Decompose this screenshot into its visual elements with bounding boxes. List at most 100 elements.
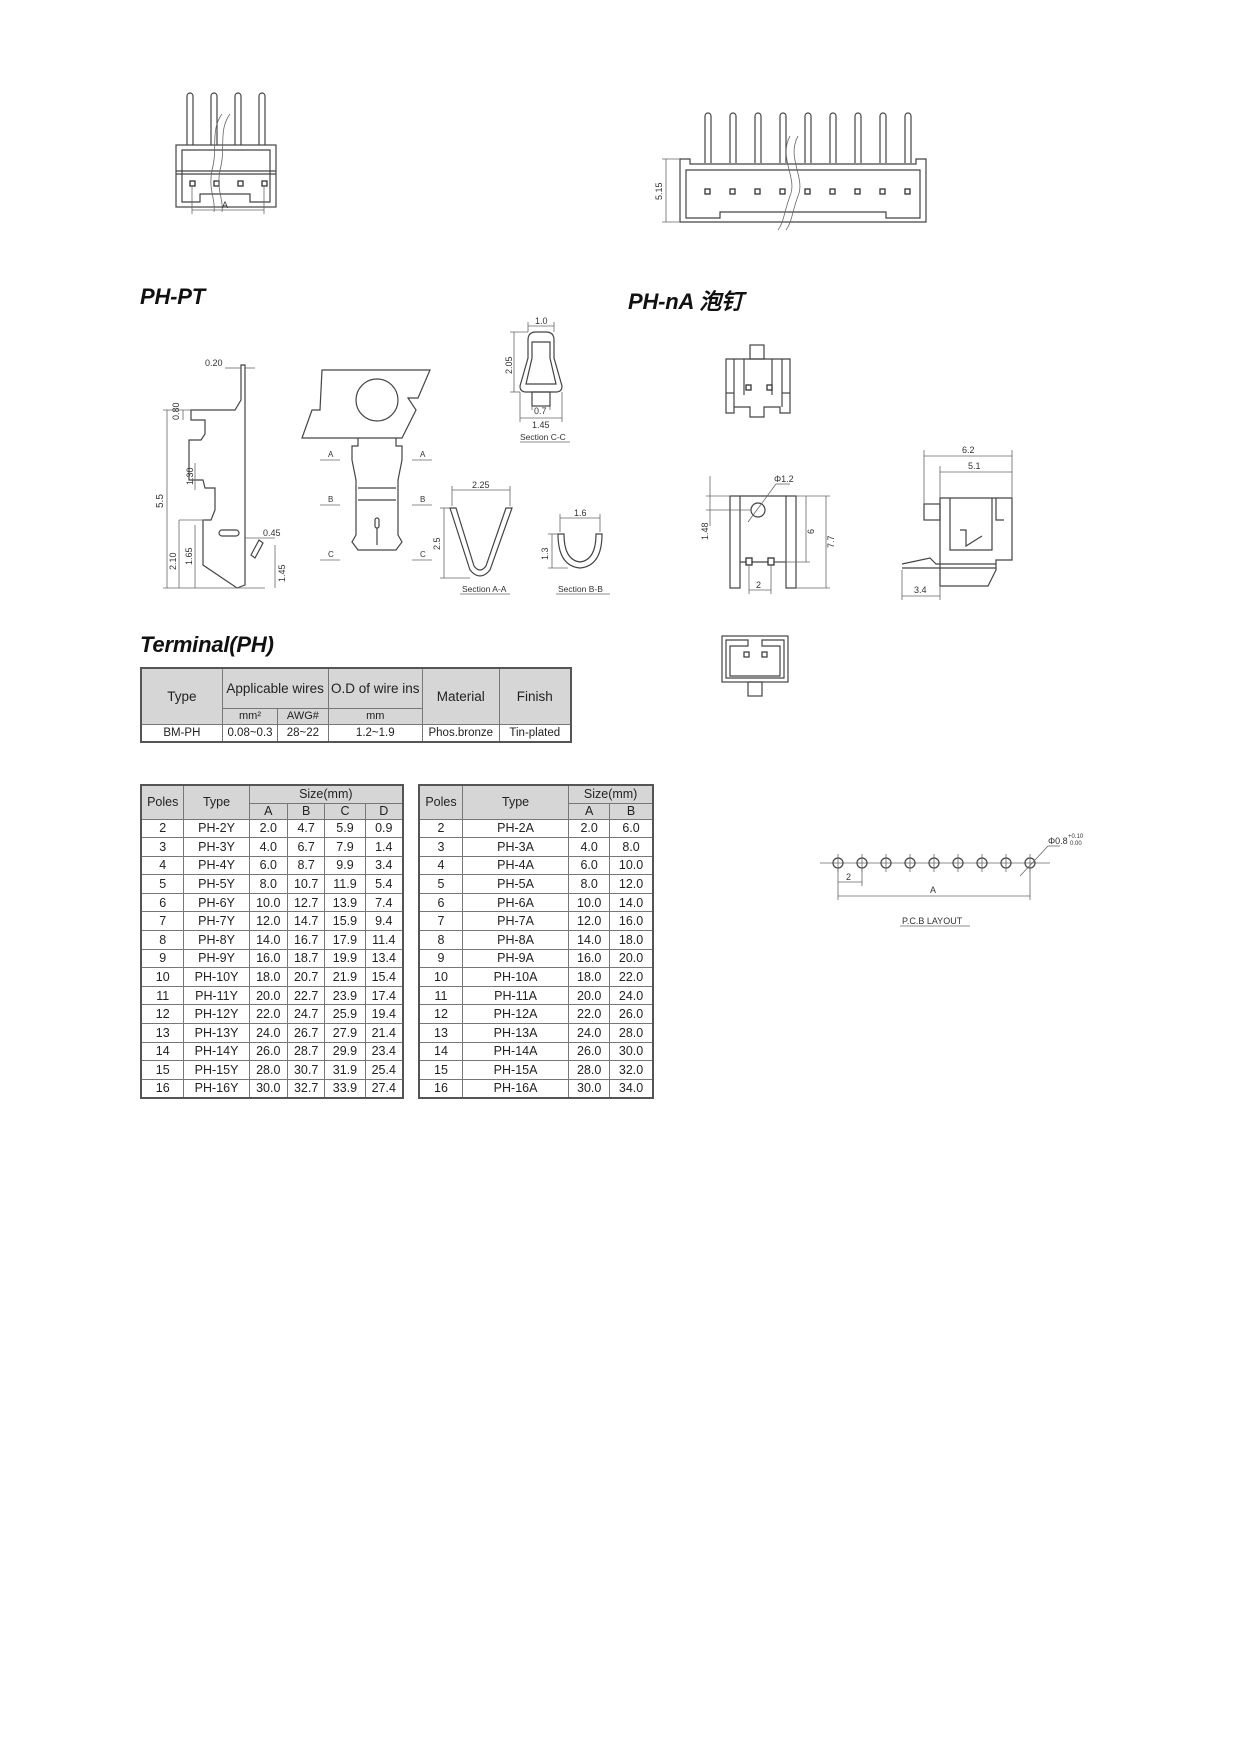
cell-a: 4.0 <box>248 837 288 857</box>
dim-145: 1.45 <box>277 564 287 582</box>
cell-type: PH-14Y <box>183 1041 250 1062</box>
section-bb-label: Section B-B <box>558 584 603 594</box>
cell-poles: 12 <box>140 1004 185 1025</box>
cell-b: 18.7 <box>286 948 326 969</box>
cell-poles: 2 <box>418 818 463 839</box>
cell-a: 2.0 <box>568 818 611 839</box>
cell-a: 28.0 <box>248 1060 288 1080</box>
cell-c: 19.9 <box>324 948 366 969</box>
col-b: B <box>609 802 654 820</box>
col-type: Type <box>461 784 570 820</box>
cell-type: PH-16Y <box>183 1078 250 1099</box>
cell-a: 16.0 <box>248 948 288 969</box>
cell-poles: 5 <box>418 874 463 894</box>
cell-c: 23.9 <box>324 985 366 1006</box>
section-bb-drawing: 1.6 1.3 Section B-B <box>540 508 610 595</box>
section-mark-a-right: A <box>420 450 426 459</box>
col-d: D <box>364 802 404 820</box>
cell-type: PH-9A <box>461 948 570 969</box>
cell-c: 27.9 <box>324 1023 366 1043</box>
cell-a: 14.0 <box>248 930 288 950</box>
connector-9pin-drawing: 5.15 <box>654 112 927 231</box>
section-aa-drawing: 2.25 2.5 Section A-A <box>432 480 513 595</box>
cell-type: PH-6Y <box>183 892 250 913</box>
cell-a: 8.0 <box>248 874 288 894</box>
cell-d: 15.4 <box>364 967 404 987</box>
dim-55: 5.5 <box>155 494 166 508</box>
cell-d: 1.4 <box>364 837 404 857</box>
cell-type: PH-5A <box>461 874 570 894</box>
cell-d: 19.4 <box>364 1004 404 1025</box>
cell-c: 11.9 <box>324 874 366 894</box>
cell-poles: 8 <box>418 930 463 950</box>
pcb-layout-drawing: 2 A Φ0.8 +0.10 0.00 P.C.B LAYOUT <box>820 834 1084 927</box>
cell-b: 12.0 <box>609 874 654 894</box>
cell-type: PH-3Y <box>183 837 250 857</box>
cell-b: 18.0 <box>609 930 654 950</box>
cell-d: 5.4 <box>364 874 404 894</box>
cell-od: 1.2~1.9 <box>327 723 424 743</box>
cell-material: Phos.bronze <box>422 723 500 743</box>
cell-type: PH-3A <box>461 837 570 857</box>
cell-a: 30.0 <box>248 1078 288 1099</box>
cell-a: 2.0 <box>248 818 288 839</box>
section-mark-b-left: B <box>328 495 333 504</box>
cell-b: 28.0 <box>609 1023 654 1043</box>
cell-type: PH-7Y <box>183 911 250 932</box>
dim-cc-inner: 0.7 <box>534 406 547 416</box>
section-title-ph-na: PH-nA 泡钉 <box>628 289 743 314</box>
col-type: Type <box>183 784 250 820</box>
section-aa-label: Section A-A <box>462 584 507 594</box>
cell-type: PH-6A <box>461 892 570 913</box>
cell-poles: 10 <box>418 967 463 987</box>
cell-poles: 2 <box>140 818 185 839</box>
col-a: A <box>568 802 611 820</box>
cell-type: PH-13Y <box>183 1023 250 1043</box>
cell-b: 22.7 <box>286 985 326 1006</box>
cell-poles: 5 <box>140 874 185 894</box>
pcb-layout-label: P.C.B LAYOUT <box>902 916 963 926</box>
cell-poles: 7 <box>140 911 185 932</box>
col-c: C <box>324 802 366 820</box>
cell-poles: 12 <box>418 1004 463 1025</box>
cell-c: 29.9 <box>324 1041 366 1062</box>
unit-mm2: mm² <box>221 707 279 725</box>
unit-awg: AWG# <box>277 707 329 725</box>
cell-b: 30.0 <box>609 1041 654 1062</box>
cell-c: 5.9 <box>324 818 366 839</box>
cell-poles: 11 <box>418 985 463 1006</box>
cell-b: 30.7 <box>286 1060 326 1080</box>
cell-b: 20.0 <box>609 948 654 969</box>
cell-b: 26.0 <box>609 1004 654 1025</box>
cell-d: 9.4 <box>364 911 404 932</box>
cell-poles: 6 <box>140 892 185 913</box>
section-mark-c-left: C <box>328 550 334 559</box>
cell-poles: 13 <box>140 1023 185 1043</box>
col-b: B <box>286 802 326 820</box>
dim-6: 6 <box>806 529 816 534</box>
cell-a: 26.0 <box>248 1041 288 1062</box>
cell-type: PH-14A <box>461 1041 570 1062</box>
col-od-wire: O.D of wire ins <box>327 667 424 709</box>
cell-poles: 16 <box>418 1078 463 1099</box>
cell-d: 17.4 <box>364 985 404 1006</box>
cell-a: 18.0 <box>568 967 611 987</box>
cell-c: 17.9 <box>324 930 366 950</box>
cell-b: 34.0 <box>609 1078 654 1099</box>
